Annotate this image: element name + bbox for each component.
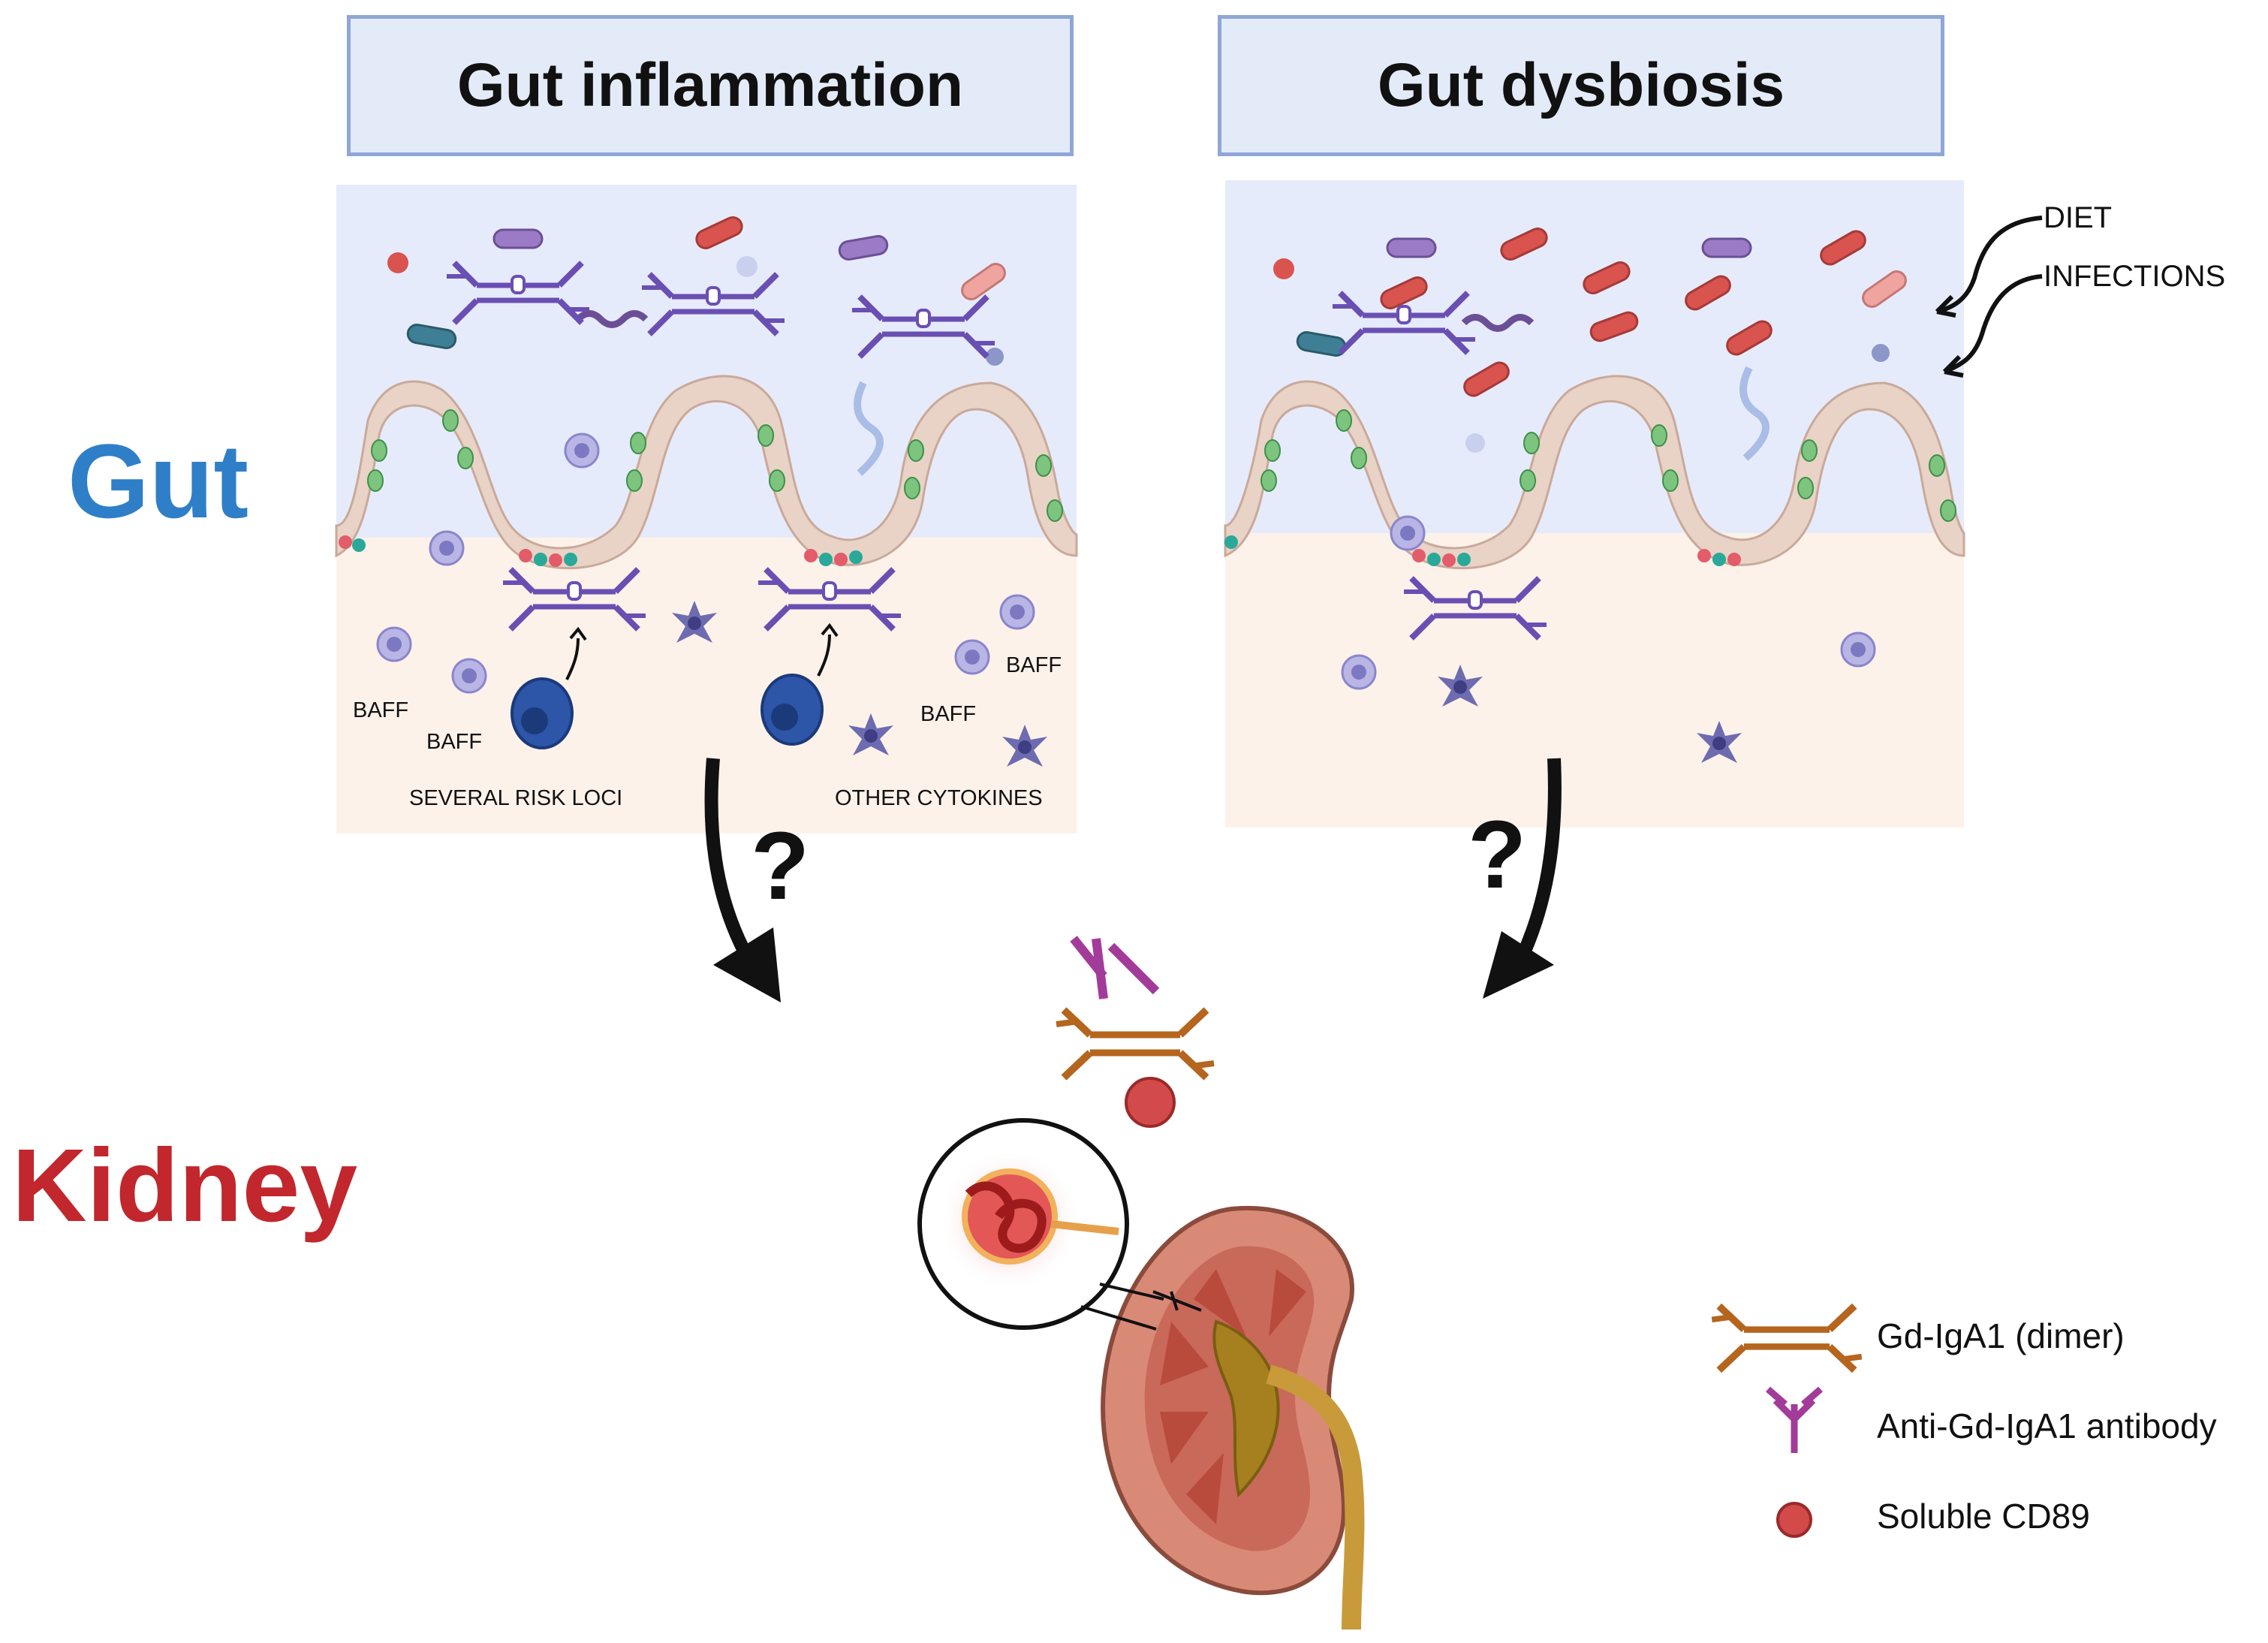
baff-label: BAFF xyxy=(426,730,483,754)
legend-cd89-dot-icon xyxy=(1776,1502,1812,1538)
gut-row-label: Gut xyxy=(68,422,249,540)
left-gut-panel xyxy=(335,185,1078,834)
baff-label: BAFF xyxy=(1006,653,1062,677)
question-mark-left: ? xyxy=(751,812,810,920)
baff-label: BAFF xyxy=(353,698,409,722)
cytokines-label: OTHER CYTOKINES xyxy=(835,786,1043,810)
baff-label: BAFF xyxy=(920,702,977,726)
glomerulus-magnifier xyxy=(917,1118,1164,1331)
diet-label: DIET xyxy=(2044,201,2113,234)
kidney-illustration xyxy=(1101,1205,1365,1630)
infections-label: INFECTIONS xyxy=(2044,260,2226,293)
legend-antibody-label: Anti-Gd-IgA1 antibody xyxy=(1877,1406,2217,1446)
external-factor-arrows xyxy=(1935,216,2043,378)
gut-dysbiosis-title: Gut dysbiosis xyxy=(1218,15,1944,156)
immune-complex xyxy=(1056,936,1214,1128)
risk-loci-label: SEVERAL RISK LOCI xyxy=(409,786,623,810)
legend-antibody-icon xyxy=(1766,1386,1823,1453)
right-gut-panel xyxy=(1224,180,1965,828)
left-curved-arrow xyxy=(704,758,781,1002)
kidney-row-label: Kidney xyxy=(12,1128,358,1244)
right-curved-arrow xyxy=(1483,758,1562,999)
legend-iga1-dimer-label: Gd-IgA1 (dimer) xyxy=(1877,1316,2125,1355)
gut-inflammation-title: Gut inflammation xyxy=(347,15,1074,156)
legend-iga1-dimer-icon xyxy=(1712,1306,1862,1370)
legend-cd89-label: Soluble CD89 xyxy=(1877,1497,2090,1536)
question-mark-right: ? xyxy=(1468,801,1527,909)
